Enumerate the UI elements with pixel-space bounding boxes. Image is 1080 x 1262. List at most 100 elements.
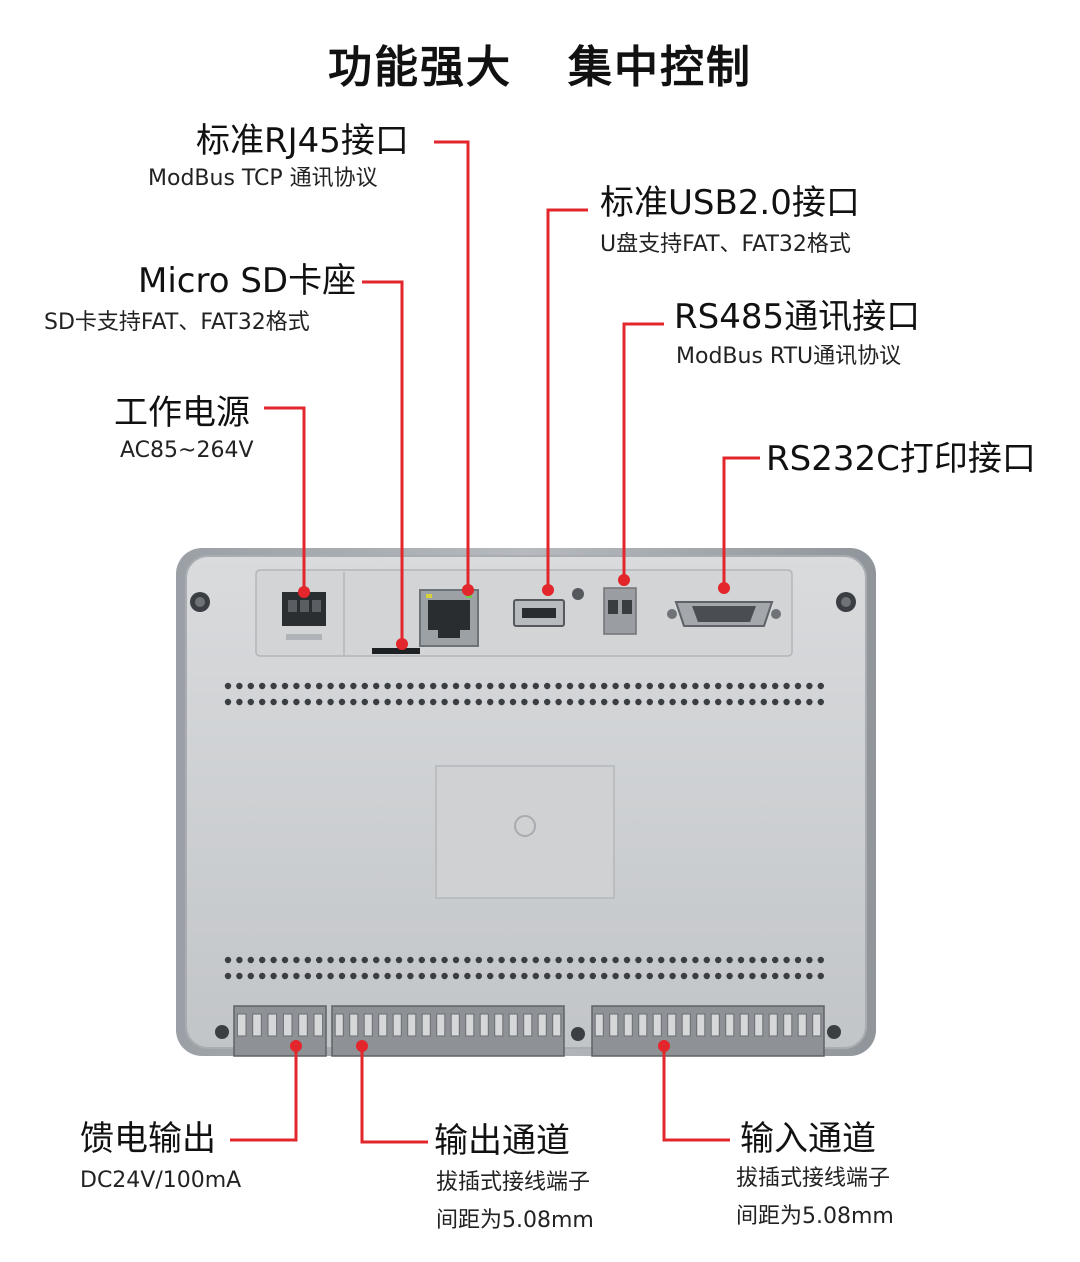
vent-hole <box>236 972 243 980</box>
leader-rs232 <box>722 456 760 586</box>
vent-hole <box>566 972 574 980</box>
vent-hole <box>304 972 311 980</box>
vent-hole <box>281 956 289 964</box>
terminal-pin <box>623 1013 633 1037</box>
leader-dots <box>290 574 730 1052</box>
rs232-label: RS232C打印接口 <box>766 439 1036 479</box>
terminal-pin <box>667 1013 677 1037</box>
vent-hole <box>555 698 562 706</box>
vent-hole <box>658 698 665 706</box>
vent-hole <box>658 682 665 690</box>
vent-hole <box>327 956 334 964</box>
vent-hole <box>418 698 425 706</box>
dot-rj45 <box>462 584 474 596</box>
vent-hole <box>327 972 334 980</box>
vent-hole <box>430 698 437 706</box>
vent-hole <box>384 682 391 690</box>
vent-hole <box>327 682 334 690</box>
rj45-port-icon <box>419 589 479 647</box>
vent-hole <box>247 682 254 690</box>
vent-hole <box>749 682 756 690</box>
vent-hole <box>361 956 368 964</box>
terminal-pin <box>594 1013 604 1037</box>
output-label: 输出通道 <box>434 1121 570 1161</box>
vent-hole <box>692 682 699 690</box>
terminal-pin <box>710 1013 720 1037</box>
vent-hole <box>794 682 802 690</box>
terminal-pin <box>696 1013 706 1037</box>
rj45-label: 标准RJ45接口 <box>196 121 409 161</box>
vent-hole <box>555 682 562 690</box>
vent-hole <box>304 698 311 706</box>
vent-hole <box>817 698 824 706</box>
vent-hole <box>384 972 391 980</box>
vent-hole <box>487 698 494 706</box>
terminal-pin <box>450 1013 460 1037</box>
vent-hole <box>635 972 642 980</box>
screw-icon <box>215 1025 229 1039</box>
terminal-pin <box>552 1013 562 1037</box>
vent-hole <box>566 956 574 964</box>
output-desc-1: 拔插式接线端子 <box>436 1170 591 1195</box>
terminal-pin <box>334 1013 344 1037</box>
power-desc: AC85~264V <box>120 438 254 463</box>
vent-hole <box>658 956 665 964</box>
input-label: 输入通道 <box>740 1119 876 1159</box>
vent-hole <box>407 972 414 980</box>
vent-hole <box>475 698 482 706</box>
vent-hole <box>487 972 494 980</box>
vent-hole <box>544 972 551 980</box>
terminal-pin <box>465 1013 475 1037</box>
terminal-pin <box>267 1013 278 1037</box>
vent-hole <box>669 972 676 980</box>
terminal-pin <box>609 1013 619 1037</box>
vent-hole <box>441 698 448 706</box>
vent-hole <box>452 682 460 690</box>
sd-slot-icon <box>372 648 420 654</box>
vent-hole <box>555 972 562 980</box>
vent-hole <box>532 972 539 980</box>
title-left: 功能强大 <box>328 42 512 93</box>
vent-hole <box>783 698 790 706</box>
rs485-desc: ModBus RTU通讯协议 <box>676 344 902 369</box>
vent-hole <box>441 682 448 690</box>
vent-hole <box>281 972 289 980</box>
vent-hole <box>806 698 813 706</box>
vent-hole <box>703 682 710 690</box>
terminal-pin <box>436 1013 446 1037</box>
vent-hole <box>373 698 380 706</box>
terminal-pin <box>508 1013 518 1037</box>
vent-hole <box>703 698 710 706</box>
vent-hole <box>350 682 357 690</box>
vent-hole <box>726 698 733 706</box>
vent-hole <box>384 698 391 706</box>
terminal-pin <box>252 1013 262 1037</box>
terminal-pin <box>407 1013 417 1037</box>
vent-hole <box>464 698 471 706</box>
vent-hole <box>384 956 391 964</box>
vent-hole <box>395 682 403 690</box>
vent-hole <box>338 972 346 980</box>
vent-hole <box>635 682 642 690</box>
vent-hole <box>772 698 779 706</box>
vent-hole <box>601 956 608 964</box>
vent-hole <box>817 956 824 964</box>
vent-hole <box>669 956 676 964</box>
dot-usb <box>542 584 554 596</box>
vent-hole <box>293 956 300 964</box>
leader-lines <box>230 140 760 1144</box>
vent-hole <box>749 956 756 964</box>
dot-output <box>356 1040 368 1052</box>
usb-port-icon <box>513 599 565 627</box>
dot-sd <box>396 638 408 650</box>
vent-hole <box>623 956 631 964</box>
vent-hole <box>806 956 813 964</box>
feed-terminal-block <box>233 1005 327 1057</box>
terminal-housing <box>233 1005 327 1057</box>
input-desc-1: 拔插式接线端子 <box>736 1166 891 1191</box>
terminal-pin <box>392 1013 402 1037</box>
vent-hole <box>760 956 767 964</box>
vent-hole <box>589 698 596 706</box>
vent-hole <box>247 972 254 980</box>
vent-hole <box>464 972 471 980</box>
